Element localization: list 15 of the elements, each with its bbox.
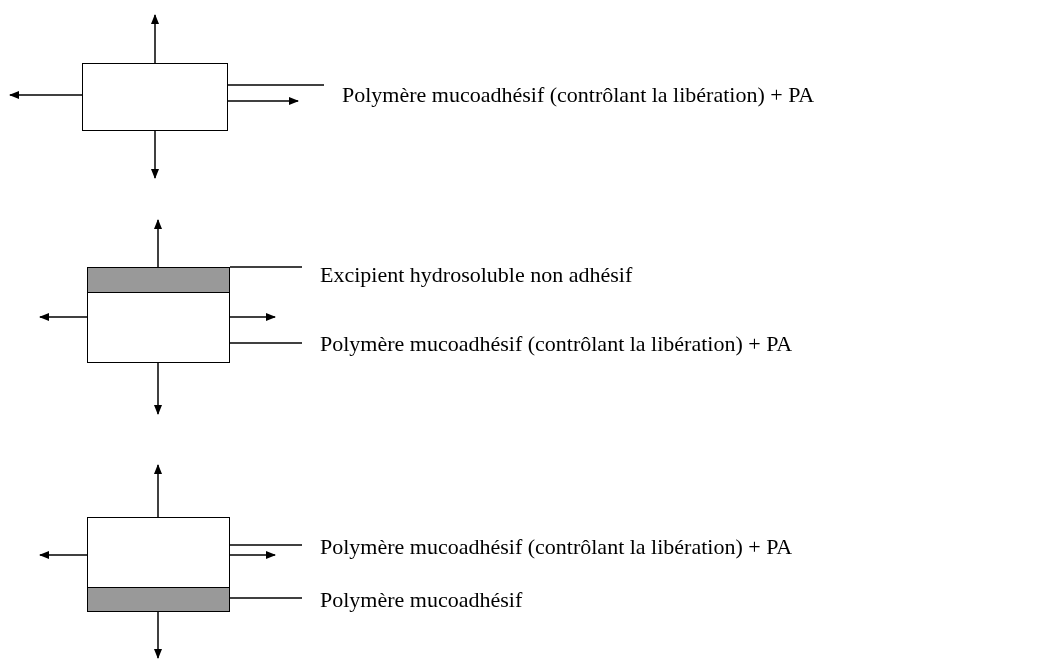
tablet-layer xyxy=(87,292,230,363)
layer-label: Polymère mucoadhésif (contrôlant la libération) + PA xyxy=(302,534,793,560)
tablet-layer xyxy=(87,517,230,588)
leader-line xyxy=(229,342,303,344)
leader-line xyxy=(227,84,325,86)
tablet-layer xyxy=(87,267,230,293)
leader-line xyxy=(229,597,303,599)
leader-line xyxy=(229,544,303,546)
tablet-layer xyxy=(82,63,228,131)
layer-label: Polymère mucoadhésif (contrôlant la libération) + PA xyxy=(302,331,793,357)
leader-line xyxy=(229,266,303,268)
layer-label: Excipient hydrosoluble non adhésif xyxy=(302,262,633,288)
layer-label: Polymère mucoadhésif xyxy=(302,587,523,613)
tablet-layer xyxy=(87,587,230,612)
layer-label: Polymère mucoadhésif (contrôlant la libération) + PA xyxy=(324,82,815,108)
